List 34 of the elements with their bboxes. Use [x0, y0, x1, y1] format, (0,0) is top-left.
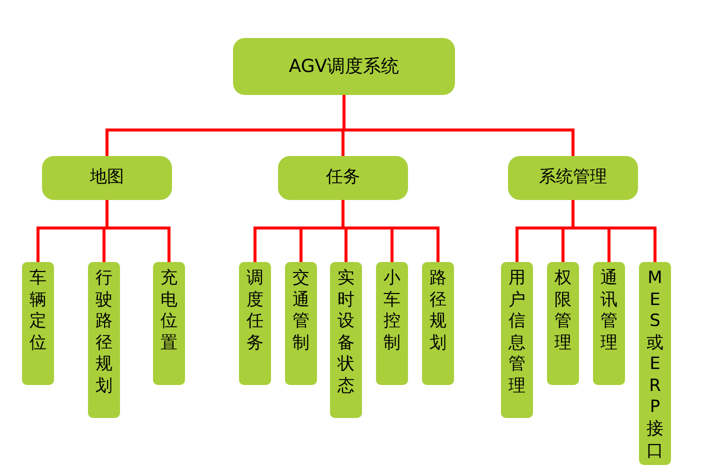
leaf-box — [239, 262, 271, 385]
node-label: 调度任务 — [246, 268, 264, 354]
leaf-box — [285, 262, 317, 385]
leaf-box — [153, 262, 185, 385]
node-label: 系统管理 — [539, 166, 607, 190]
node-label: 权限管理 — [554, 268, 572, 354]
category-box — [508, 156, 638, 200]
node-label: MES或ERP接口 — [646, 268, 664, 462]
leaf-box — [422, 262, 454, 385]
leaf-box — [593, 262, 625, 385]
leaf-box — [376, 262, 408, 385]
category-box — [233, 38, 455, 95]
node-label: 充电位置 — [160, 268, 178, 354]
node-label: 通讯管理 — [600, 268, 618, 354]
node-label: 行驶路径规划 — [96, 268, 112, 398]
leaf-box — [88, 262, 120, 418]
node-label: 路径规划 — [430, 268, 446, 354]
leaf-box — [547, 262, 579, 385]
node-label: 任务 — [326, 166, 360, 190]
leaf-box — [501, 262, 533, 418]
leaf-box — [330, 262, 362, 418]
node-label: 车辆定位 — [30, 268, 46, 354]
node-label: 用户信息管理 — [508, 268, 526, 398]
node-label: 地图 — [90, 166, 124, 190]
category-box — [42, 156, 172, 200]
leaf-box — [639, 262, 671, 465]
leaf-box — [22, 262, 54, 385]
connector-line — [342, 95, 574, 156]
node-label: 交通管制 — [292, 268, 310, 354]
connector-line — [106, 200, 170, 262]
node-label: 小车控制 — [384, 268, 400, 354]
node-label: AGV调度系统 — [288, 55, 400, 79]
node-label: 实时设备状态 — [338, 268, 354, 398]
category-box — [278, 156, 408, 200]
